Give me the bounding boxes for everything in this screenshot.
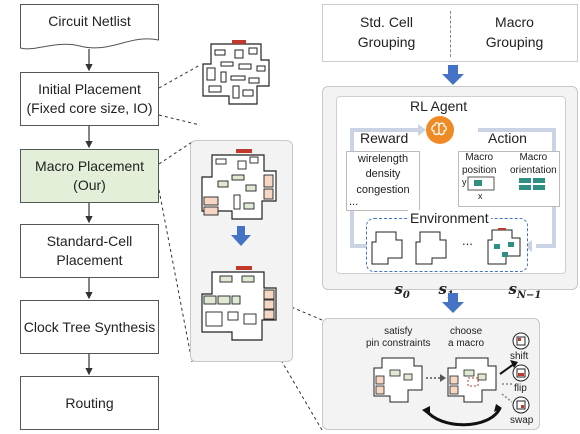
macro-layout-after	[201, 266, 277, 341]
reward-item: congestion	[356, 183, 410, 196]
shift-label: shift	[510, 351, 529, 362]
post-processing-panel	[322, 318, 540, 430]
netlist-label: Circuit Netlist	[48, 13, 131, 30]
clock-tree-synthesis-box: Clock Tree Synthesis	[20, 300, 159, 354]
reward-item: ...	[349, 196, 359, 209]
choose-macro-label: choose a macro	[448, 326, 485, 349]
reward-item: wirelength	[357, 153, 409, 165]
macro-grouping-label: Macro Grouping	[485, 14, 544, 50]
down-arrow-post	[442, 293, 464, 313]
document-shape	[20, 4, 159, 50]
environment-states	[371, 228, 521, 265]
flip-label: flip	[514, 383, 527, 394]
initial-layout-thumbnail	[202, 40, 270, 105]
axis-x-label: x	[478, 191, 483, 201]
satisfy-pin-label: satisfy pin constraints	[366, 326, 431, 349]
reward-item: density	[365, 168, 401, 181]
axis-y-label: y	[462, 177, 467, 187]
rl-agent-label: RL Agent	[410, 98, 468, 114]
reward-box: wirelength density congestion ...	[346, 151, 420, 211]
macro-position-icon	[467, 176, 495, 191]
macro-orientation-icon	[519, 178, 545, 190]
routing-box: Routing	[20, 376, 159, 430]
flip-icon	[512, 364, 530, 382]
agent-brain-icon	[426, 116, 454, 144]
grouping-box: Std. Cell Grouping Macro Grouping	[322, 4, 578, 62]
macro-position-label: Macro position	[462, 152, 497, 176]
circuit-netlist-box: Circuit Netlist	[20, 4, 159, 50]
swap-label: swap	[510, 415, 534, 426]
macro-layout-before	[201, 149, 277, 220]
state-sn-label: sN−1	[508, 280, 542, 301]
initial-placement-box: Initial Placement (Fixed core size, IO)	[20, 72, 159, 126]
down-arrow-blue	[231, 226, 251, 246]
environment-ellipsis: ...	[462, 233, 473, 248]
shift-icon	[512, 332, 530, 350]
grouping-divider	[450, 11, 451, 57]
state-s0-label: s0	[394, 280, 410, 301]
environment-label: Environment	[408, 210, 491, 226]
standard-cell-placement-box: Standard-Cell Placement	[20, 224, 159, 278]
macro-placement-box: Macro Placement (Our)	[20, 149, 159, 203]
post-processing-graphic	[373, 357, 518, 427]
swap-icon	[512, 396, 530, 414]
std-cell-grouping-label: Std. Cell Grouping	[357, 14, 416, 50]
reward-label: Reward	[360, 130, 409, 146]
down-arrow-grouping	[442, 65, 464, 85]
action-label: Action	[488, 130, 527, 146]
macro-orientation-label: Macro orientation	[510, 152, 557, 176]
